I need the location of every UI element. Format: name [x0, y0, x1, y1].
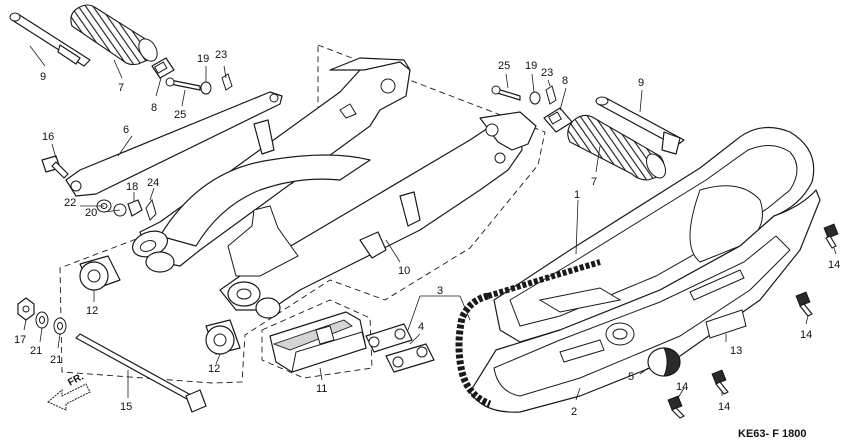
- bushing-lower: [205, 319, 241, 355]
- callout-9-left: 9: [40, 71, 46, 83]
- callout-12-upper: 12: [86, 305, 98, 317]
- callout-11: 11: [316, 383, 327, 395]
- right-footpeg-group: [567, 96, 685, 181]
- front-direction-arrow: FR.: [47, 371, 91, 411]
- callout-8-left: 8: [151, 102, 157, 114]
- bolt-14d: [667, 395, 685, 419]
- callout-12-lower: 12: [208, 363, 220, 375]
- callout-10: 10: [398, 265, 410, 277]
- callout-22: 22: [64, 197, 76, 209]
- callout-13: 13: [730, 345, 742, 357]
- pivot-hardware: [17, 297, 207, 413]
- callout-14-c: 14: [718, 401, 730, 413]
- callout-21-right: 21: [50, 354, 62, 366]
- cap-5: [647, 347, 681, 377]
- callout-18: 18: [126, 181, 138, 193]
- callout-9-right: 9: [638, 77, 644, 89]
- chain-case: [469, 126, 821, 413]
- callout-4: 4: [418, 321, 424, 333]
- torque-link: [65, 91, 283, 197]
- callout-23-left: 23: [215, 49, 227, 61]
- bolt-14a: [823, 223, 839, 249]
- callout-7-right: 7: [591, 176, 597, 188]
- callout-21-left: 21: [30, 345, 42, 357]
- callout-15: 15: [120, 401, 132, 413]
- callout-19-right: 19: [525, 60, 537, 72]
- bolt-14c: [711, 369, 729, 395]
- swingarm: [131, 57, 537, 319]
- bolt-16: [41, 155, 69, 179]
- callout-7-left: 7: [118, 82, 124, 94]
- callout-14-a: 14: [828, 259, 840, 271]
- leader-lines: [23, 45, 837, 401]
- callout-17: 17: [14, 334, 26, 346]
- right-fasteners: [491, 85, 573, 133]
- callout-1: 1: [574, 189, 580, 201]
- callout-16: 16: [42, 131, 54, 143]
- callout-20: 20: [85, 207, 97, 219]
- left-peg-rubber: [70, 4, 154, 66]
- drive-chain: [455, 259, 601, 408]
- callout-2: 2: [571, 406, 577, 418]
- diagram-code: KE63- F 1800: [738, 428, 806, 440]
- callout-14-d: 14: [676, 381, 688, 393]
- callout-24: 24: [147, 177, 159, 189]
- bushing-upper: [79, 255, 121, 291]
- callout-14-b: 14: [800, 329, 812, 341]
- left-fasteners: [151, 57, 233, 95]
- link-fasteners: [96, 198, 157, 221]
- callouts: 9 7 8 25 19 23 6 16 22 20 18 24 12 12 17…: [14, 49, 840, 440]
- callout-25-left: 25: [174, 109, 186, 121]
- callout-25-right: 25: [498, 60, 510, 72]
- callout-5: 5: [628, 371, 634, 383]
- chain-joint: [365, 323, 435, 373]
- callout-23-right: 23: [541, 67, 553, 79]
- chain-slider-box: [261, 299, 373, 379]
- callout-19-left: 19: [197, 53, 209, 65]
- right-peg-rubber: [567, 114, 665, 181]
- left-footpeg-group: [9, 4, 158, 67]
- callout-8-right: 8: [562, 75, 568, 87]
- callout-6: 6: [123, 124, 129, 136]
- bolt-14b: [795, 291, 813, 317]
- chain-slider: [269, 311, 367, 373]
- caution-label: [705, 309, 747, 339]
- callout-3: 3: [437, 285, 443, 297]
